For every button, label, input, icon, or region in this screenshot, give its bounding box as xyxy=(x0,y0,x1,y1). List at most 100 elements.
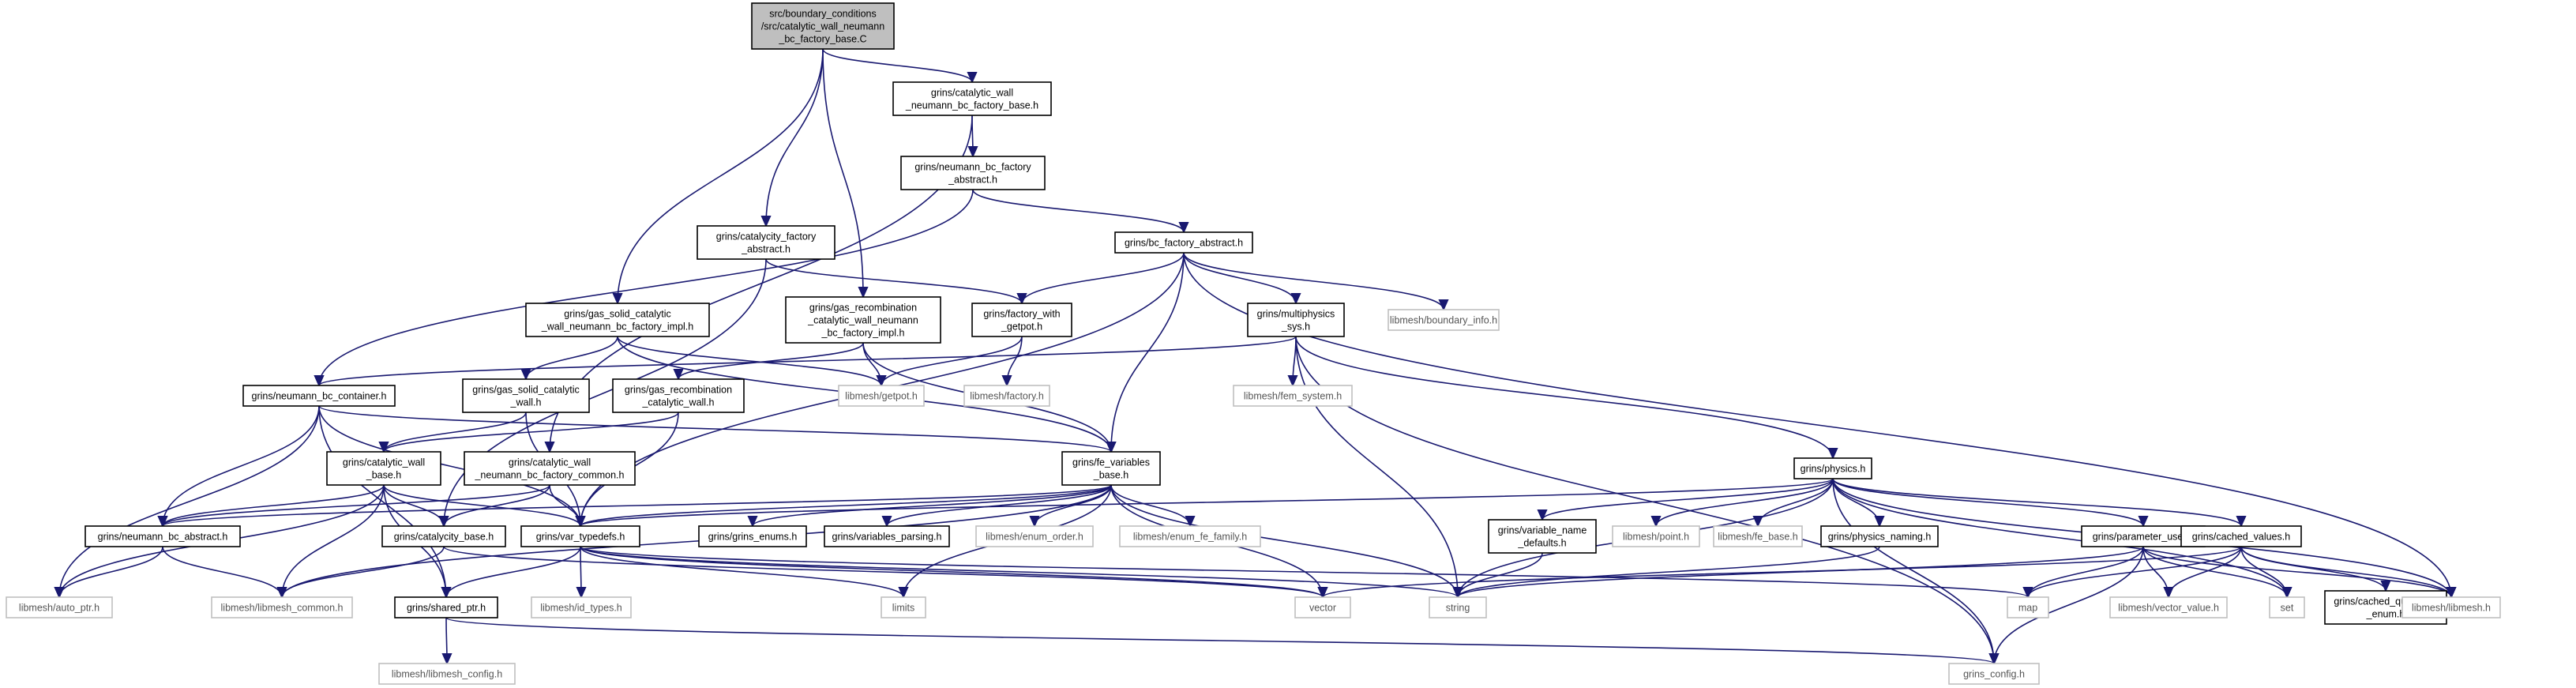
edge-root-to-cwnbfb xyxy=(822,48,972,82)
node-label-line: _bc_factory_base.C xyxy=(778,34,866,45)
node-label-line: grins/catalytic_wall xyxy=(509,457,591,468)
node-label-line: grins/fe_variables xyxy=(1072,457,1150,468)
node-box xyxy=(1612,525,1700,547)
edge-cb-to-lc xyxy=(282,546,445,597)
node-cqe[interactable]: grins/cached_quantities_enum.h xyxy=(2324,590,2447,625)
node-label-line: libmesh/libmesh.h xyxy=(2412,603,2491,614)
node-box xyxy=(2007,596,2049,618)
node-box xyxy=(1388,309,1500,331)
edge-pu-to-lm xyxy=(2142,546,2451,597)
node-label-line: grins_config.h xyxy=(1963,669,2025,680)
node-nba[interactable]: grins/neumann_bc_abstract.h xyxy=(84,525,241,547)
node-box xyxy=(1294,596,1351,618)
node-set[interactable]: set xyxy=(2269,596,2305,618)
node-label-line: _defaults.h xyxy=(1517,538,1566,549)
node-label-line: _catalytic_wall.h xyxy=(641,397,714,408)
node-box xyxy=(2180,525,2302,547)
node-grcw[interactable]: grins/gas_recombination_catalytic_wall.h xyxy=(612,378,745,413)
edge-physics-to-set xyxy=(1832,478,2287,597)
node-string[interactable]: string xyxy=(1429,596,1487,618)
node-map[interactable]: map xyxy=(2007,596,2049,618)
edge-physics-to-feb xyxy=(1758,478,1834,526)
edge-nbfa-to-nbc xyxy=(319,189,974,385)
node-box xyxy=(2269,596,2305,618)
node-root[interactable]: src/boundary_conditions/src/catalytic_wa… xyxy=(751,2,895,50)
node-label-line: grins/physics.h xyxy=(1801,464,1866,475)
node-factory[interactable]: libmesh/factory.h xyxy=(963,385,1050,407)
node-limits[interactable]: limits xyxy=(881,596,926,618)
edge-physics-to-gc xyxy=(1832,478,1994,664)
node-grcwnbfi[interactable]: grins/gas_recombination_catalytic_wall_n… xyxy=(785,296,941,344)
node-it[interactable]: libmesh/id_types.h xyxy=(531,596,632,618)
node-box xyxy=(1247,303,1345,337)
node-label-line: grins/bc_factory_abstract.h xyxy=(1125,238,1243,249)
edge-physics-to-vt xyxy=(580,478,1834,526)
node-vt[interactable]: grins/var_typedefs.h xyxy=(520,525,640,547)
node-lmc[interactable]: libmesh/libmesh_config.h xyxy=(378,663,516,685)
node-eo[interactable]: libmesh/enum_order.h xyxy=(975,525,1094,547)
node-sp[interactable]: grins/shared_ptr.h xyxy=(394,596,498,618)
node-ge[interactable]: grins/grins_enums.h xyxy=(698,525,807,547)
edge-cwb-to-vt xyxy=(383,484,580,526)
node-label-line: grins/variables_parsing.h xyxy=(832,532,942,543)
node-cfa[interactable]: grins/catalycity_factory_abstract.h xyxy=(697,225,836,260)
node-feb[interactable]: libmesh/fe_base.h xyxy=(1713,525,1803,547)
node-label-line: grins/var_typedefs.h xyxy=(536,532,625,543)
node-label-line: grins/neumann_bc_container.h xyxy=(252,391,387,402)
node-label-line: set xyxy=(2281,603,2294,614)
node-cb[interactable]: grins/catalycity_base.h xyxy=(381,525,506,547)
edge-fvb-to-ge xyxy=(753,484,1112,526)
node-gscw[interactable]: grins/gas_solid_catalytic_wall.h xyxy=(462,378,590,413)
edge-grcwnbfi-to-grcw xyxy=(678,342,864,379)
node-gc[interactable]: grins_config.h xyxy=(1948,663,2040,685)
node-pn[interactable]: grins/physics_naming.h xyxy=(1820,525,1939,547)
node-label-line: _abstract.h xyxy=(741,244,790,255)
edge-nbc-to-sp xyxy=(318,405,446,597)
node-cwb[interactable]: grins/catalytic_wall_base.h xyxy=(326,451,441,486)
node-gscwnbfi[interactable]: grins/gas_solid_catalytic_wall_neumann_b… xyxy=(525,303,710,337)
node-vnd[interactable]: grins/variable_name_defaults.h xyxy=(1488,519,1597,554)
edge-ms-to-nbc xyxy=(319,336,1297,385)
node-cv[interactable]: grins/cached_values.h xyxy=(2180,525,2302,547)
node-vp[interactable]: grins/variables_parsing.h xyxy=(824,525,950,547)
node-vv[interactable]: libmesh/vector_value.h xyxy=(2109,596,2228,618)
node-label-line: grins/cached_values.h xyxy=(2192,532,2290,543)
edge-vt-to-limits xyxy=(580,546,903,597)
node-ms[interactable]: grins/multiphysics_sys.h xyxy=(1247,303,1345,337)
node-bcfa[interactable]: grins/bc_factory_abstract.h xyxy=(1114,231,1253,254)
node-label-line: _bc_factory_impl.h xyxy=(821,328,905,339)
node-ap[interactable]: libmesh/auto_ptr.h xyxy=(6,596,113,618)
node-label-line: grins/catalytic_wall xyxy=(931,88,1013,99)
node-label-line: libmesh/point.h xyxy=(1623,532,1689,543)
node-fwg[interactable]: grins/factory_with_getpot.h xyxy=(971,303,1072,337)
node-box xyxy=(326,451,441,486)
node-lc[interactable]: libmesh/libmesh_common.h xyxy=(211,596,353,618)
node-label-line: grins/gas_recombination xyxy=(625,385,732,396)
node-fs[interactable]: libmesh/fem_system.h xyxy=(1233,385,1353,407)
node-nbfa[interactable]: grins/neumann_bc_factory_abstract.h xyxy=(900,156,1046,190)
edge-physics-to-cv xyxy=(1832,478,2241,526)
node-cwnbfc[interactable]: grins/catalytic_wall_neumann_bc_factory_… xyxy=(464,451,636,486)
node-box xyxy=(525,303,710,337)
node-box xyxy=(2401,596,2501,618)
node-eff[interactable]: libmesh/enum_fe_family.h xyxy=(1119,525,1261,547)
node-box xyxy=(394,596,498,618)
edge-gscwnbfi-to-getpot xyxy=(617,336,881,385)
node-box xyxy=(785,296,941,344)
edge-pu-to-map xyxy=(2028,546,2144,597)
edge-fwg-to-factory xyxy=(1007,336,1023,385)
node-box xyxy=(1429,596,1487,618)
node-nbc[interactable]: grins/neumann_bc_container.h xyxy=(242,385,396,407)
node-physics[interactable]: grins/physics.h xyxy=(1793,457,1872,479)
node-cwnbfb[interactable]: grins/catalytic_wall_neumann_bc_factory_… xyxy=(892,81,1052,116)
node-lm[interactable]: libmesh/libmesh.h xyxy=(2401,596,2501,618)
node-box xyxy=(1119,525,1261,547)
node-vector[interactable]: vector xyxy=(1294,596,1351,618)
node-point[interactable]: libmesh/point.h xyxy=(1612,525,1700,547)
node-label-line: _wall_neumann_bc_factory_impl.h xyxy=(541,321,694,333)
node-fvb[interactable]: grins/fe_variables_base.h xyxy=(1061,451,1161,486)
edge-cv-to-vector xyxy=(1323,546,2242,597)
node-bi[interactable]: libmesh/boundary_info.h xyxy=(1388,309,1500,331)
node-box xyxy=(751,2,895,50)
node-getpot[interactable]: libmesh/getpot.h xyxy=(838,385,925,407)
